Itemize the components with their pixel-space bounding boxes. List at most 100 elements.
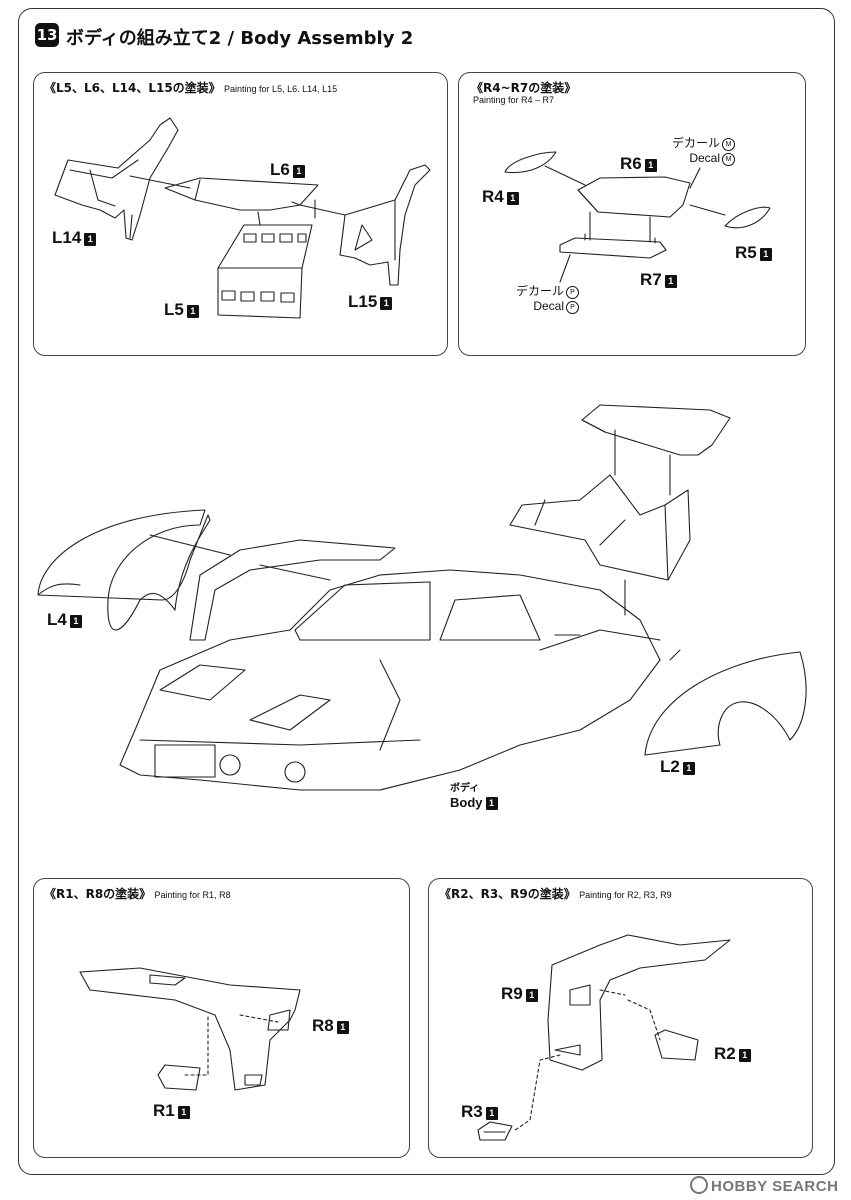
assembly-arrows-r2	[515, 990, 660, 1130]
label-body-qty: 1	[485, 797, 498, 810]
decal-p-mark-en: P	[566, 301, 580, 314]
label-l15-text: L15	[348, 292, 378, 311]
part-l6-drawing	[165, 178, 318, 210]
decal-p-en: Decal	[533, 299, 565, 313]
part-r1-drawing	[158, 1065, 200, 1090]
assembly-arrows-main	[150, 430, 680, 660]
label-l14-qty: 1	[84, 233, 97, 246]
watermark-logo-icon	[690, 1176, 708, 1194]
page-frame	[18, 8, 835, 1175]
label-l5-text: L5	[164, 300, 184, 319]
panel-r2-title: 《R2、R3、R9の塗装》 Painting for R2, R3, R9	[439, 885, 672, 902]
part-rear-deck-drawing	[510, 475, 690, 580]
label-r8-text: R8	[312, 1016, 334, 1035]
part-r9-drawing	[548, 935, 730, 1070]
label-l14-text: L14	[52, 228, 82, 247]
decal-p-jp: デカール	[516, 284, 565, 298]
label-r9-qty: 1	[525, 989, 538, 1002]
watermark-text: HOBBY SEARCH	[711, 1178, 839, 1195]
part-r5-drawing	[725, 207, 770, 227]
label-r5-qty: 1	[759, 248, 772, 261]
panel-l-title-jp: 《L5、L6、L14、L15の塗装》	[44, 81, 221, 95]
panel-r2-r9: 《R2、R3、R9の塗装》 Painting for R2, R3, R9	[428, 878, 813, 1158]
part-l4-drawing	[38, 510, 210, 630]
step-number-badge: 13	[35, 23, 59, 47]
panel-r2-title-jp: 《R2、R3、R9の塗装》	[439, 887, 576, 901]
panel-r4-title-en: Painting for R4 – R7	[473, 95, 555, 105]
decal-m-mark: M	[722, 138, 736, 151]
label-r2-qty: 1	[738, 1049, 751, 1062]
panel-r4-r7: 《R4~R7の塗装》 Painting for R4 – R7	[458, 72, 806, 356]
panel-r4-title: 《R4~R7の塗装》	[471, 79, 576, 96]
label-r1-text: R1	[153, 1101, 175, 1120]
panel-l-parts: 《L5、L6、L14、L15の塗装》 Painting for L5, L6. …	[33, 72, 448, 356]
assembly-arrows-r4	[545, 166, 725, 282]
part-r2-drawing	[655, 1030, 698, 1060]
label-r4-qty: 1	[506, 192, 519, 205]
panel-r4-title-jp: 《R4~R7の塗装》	[471, 81, 577, 95]
panel-r1-title-jp: 《R1、R8の塗装》	[44, 887, 152, 901]
label-l4-qty: 1	[69, 615, 82, 628]
part-l5-drawing	[218, 225, 312, 318]
label-r7-qty: 1	[664, 275, 677, 288]
part-r7-drawing	[560, 234, 666, 258]
label-l5-qty: 1	[186, 305, 199, 318]
label-r8-qty: 1	[336, 1021, 349, 1034]
label-l6-qty: 1	[292, 165, 305, 178]
label-l2-qty: 1	[682, 762, 695, 775]
part-l15-drawing	[340, 165, 430, 285]
panel-l-title-en: Painting for L5, L6. L14, L15	[224, 84, 338, 94]
label-l15-qty: 1	[380, 297, 393, 310]
label-l2-text: L2	[660, 757, 680, 776]
panel-r1-r8: 《R1、R8の塗装》 Painting for R1, R8	[33, 878, 410, 1158]
part-r8-drawing	[80, 968, 300, 1090]
decal-p-mark: P	[566, 286, 580, 299]
label-r4-text: R4	[482, 187, 504, 206]
label-r5-text: R5	[735, 243, 757, 262]
label-r7-text: R7	[640, 270, 662, 289]
panel-r2-title-en: Painting for R2, R3, R9	[579, 890, 672, 900]
label-r1-qty: 1	[177, 1106, 190, 1119]
decal-m-en: Decal	[689, 151, 721, 165]
panel-l-title: 《L5、L6、L14、L15の塗装》 Painting for L5, L6. …	[44, 79, 337, 96]
panel-r1-title-en: Painting for R1, R8	[154, 890, 231, 900]
decal-m-jp: デカール	[672, 136, 721, 150]
step-title: ボディの組み立て2 / Body Assembly 2	[66, 28, 414, 49]
label-r9-text: R9	[501, 984, 523, 1003]
label-body-jp: ボディ	[450, 783, 480, 794]
part-l4-inner-drawing	[190, 540, 395, 640]
label-l6-text: L6	[270, 160, 290, 179]
part-rear-wing-drawing	[582, 405, 730, 455]
label-r3-qty: 1	[485, 1107, 498, 1120]
label-r6-text: R6	[620, 154, 642, 173]
part-l14-drawing	[55, 118, 178, 240]
decal-m-mark-en: M	[722, 153, 736, 166]
assembly-arrows-r1	[185, 1015, 278, 1075]
part-r6-drawing	[578, 177, 690, 217]
assembly-arrows-l	[130, 176, 345, 225]
part-r3-drawing	[478, 1122, 512, 1140]
label-r6-qty: 1	[644, 159, 657, 172]
watermark: HOBBY SEARCH	[690, 1176, 838, 1195]
part-r4-drawing	[505, 152, 556, 173]
label-body-en: Body	[450, 795, 483, 810]
part-l2-drawing	[645, 652, 806, 755]
